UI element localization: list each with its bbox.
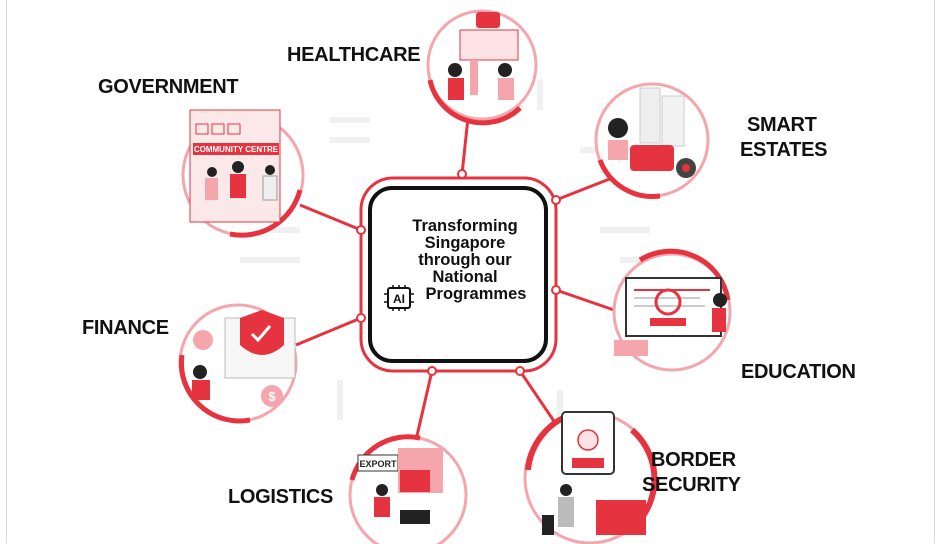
frame bbox=[6, 0, 935, 543]
center-hub-box bbox=[368, 186, 548, 363]
export-sign: EXPORT bbox=[359, 459, 397, 469]
center-title-line-4: National bbox=[432, 268, 498, 286]
center-title-line-1: Transforming bbox=[412, 217, 518, 235]
center-title-line-5: Programmes bbox=[425, 285, 527, 303]
center-title: Transforming Singapore through our Natio… bbox=[400, 218, 530, 303]
label-smart-estates-line-2: ESTATES bbox=[740, 139, 828, 161]
healthcare-illustration bbox=[426, 9, 538, 126]
hub-outer-ring bbox=[359, 176, 558, 373]
ai-chip-icon: AI bbox=[384, 285, 414, 311]
label-border-security-line-2: SECURITY bbox=[642, 474, 741, 496]
education-illustration bbox=[612, 248, 732, 372]
border-security-illustration bbox=[523, 411, 658, 544]
government-illustration: COMMUNITY CENTRE bbox=[181, 109, 305, 238]
label-logistics: LOGISTICS bbox=[228, 486, 334, 508]
ai-chip-label: AI bbox=[393, 292, 405, 306]
label-education: EDUCATION bbox=[741, 361, 856, 383]
label-border-security-line-1: BORDER bbox=[651, 449, 736, 471]
connectors bbox=[295, 117, 615, 441]
label-finance: FINANCE bbox=[82, 317, 169, 339]
logistics-illustration: EXPORT bbox=[348, 434, 468, 544]
community-centre-sign: COMMUNITY CENTRE bbox=[194, 145, 279, 154]
svg-text:$: $ bbox=[268, 389, 276, 404]
finance-illustration: $ bbox=[178, 303, 298, 424]
center-title-line-2: Singapore bbox=[424, 234, 506, 252]
label-government: GOVERNMENT bbox=[98, 76, 239, 98]
label-healthcare: HEALTHCARE bbox=[287, 44, 421, 66]
center-title-line-3: through our bbox=[418, 251, 512, 269]
smart-estates-illustration bbox=[594, 82, 710, 199]
label-smart-estates-line-1: SMART bbox=[747, 114, 817, 136]
connector-nodes bbox=[356, 169, 561, 376]
